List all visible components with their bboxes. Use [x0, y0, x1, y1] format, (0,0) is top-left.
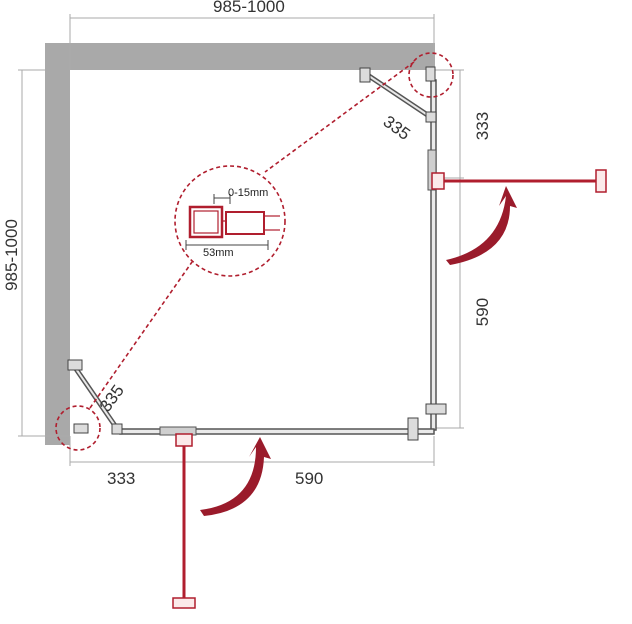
detail-zoom-circle	[174, 165, 286, 277]
left-height-label: 985-1000	[2, 219, 21, 291]
right-rail	[430, 79, 437, 431]
dimension-labels: 985-1000 985-1000 335 335 333 590 333 59…	[2, 0, 492, 488]
hinge-top-label: 335	[380, 112, 414, 144]
hinge-arm-top	[359, 67, 437, 123]
door-bottom-open	[172, 433, 196, 609]
detail-circle-top-right	[408, 52, 454, 98]
swing-arrows	[200, 186, 517, 516]
detail-gap-label: 0-15mm	[228, 187, 268, 199]
top-width-label: 985-1000	[213, 0, 285, 16]
right-door-fixed-frame	[427, 149, 437, 191]
left-wall	[45, 43, 70, 445]
door-right-open	[431, 169, 607, 193]
dimension-lines	[18, 14, 464, 466]
hinge-arm-left	[67, 359, 123, 435]
top-wall	[45, 43, 435, 70]
swing-arrow-right	[446, 186, 517, 265]
bottom-right-label: 590	[295, 469, 323, 488]
corner-connectors	[73, 66, 447, 441]
detail-callout: 0-15mm 53mm	[55, 52, 454, 451]
detail-width-label: 53mm	[203, 247, 234, 259]
walls	[45, 43, 435, 445]
bottom-left-label: 333	[107, 469, 135, 488]
swing-arrow-bottom	[200, 437, 271, 516]
right-lower-label: 590	[473, 298, 492, 326]
hinge-left-label: 335	[96, 381, 128, 415]
detail-circle-bottom-left	[55, 405, 101, 451]
right-upper-label: 333	[473, 112, 492, 140]
